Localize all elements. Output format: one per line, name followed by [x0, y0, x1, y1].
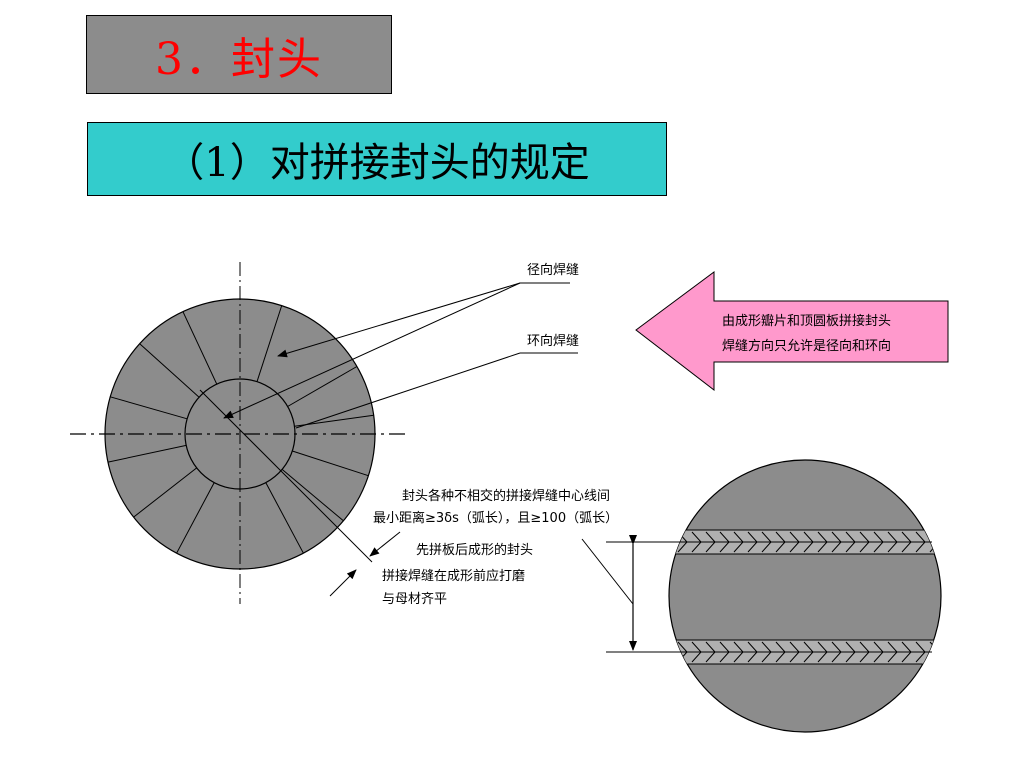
grind-rule-line2: 拼接焊缝在成形前应打磨 [382, 568, 525, 584]
grind-rule-line1: 先拼板后成形的封头 [416, 542, 533, 558]
distance-rule-line2: 最小距离≥3δs（弧长），且≥100（弧长） [373, 510, 618, 526]
leader-lines [223, 282, 634, 605]
callout-line1: 由成形瓣片和顶圆板拼接封头 [722, 313, 891, 329]
radial-seam-line [256, 305, 283, 382]
radial-seam-line [292, 450, 369, 477]
radial-weld-label: 径向焊缝 [527, 262, 579, 278]
radial-seams [107, 305, 374, 554]
radial-seam-line [287, 366, 358, 407]
distance-rule-line1: 封头各种不相交的拼接焊缝中心线间 [402, 488, 610, 504]
segmented-head [70, 262, 410, 604]
subtitle-box: （1）对拼接封头的规定 [87, 122, 667, 196]
radial-seam-line [265, 482, 304, 554]
radial-seam-line [281, 469, 344, 522]
circumferential-weld-label: 环向焊缝 [527, 333, 579, 349]
spliced-head-circle [668, 459, 942, 733]
radial-seam-line [110, 396, 188, 420]
radial-seam-line [182, 311, 218, 385]
slide-title: 3．封头 [155, 33, 323, 85]
weld-chevron [944, 532, 953, 552]
callout-arrow: 由成形瓣片和顶圆板拼接封头 焊缝方向只允许是径向和环向 [635, 271, 949, 392]
title-box: 3．封头 [86, 15, 392, 94]
spliced-head [606, 459, 953, 733]
grind-rule-line3: 与母材齐平 [382, 591, 447, 607]
radial-seam-line [139, 343, 200, 398]
callout-line2: 焊缝方向只允许是径向和环向 [722, 338, 891, 354]
radial-seam-line [133, 467, 198, 518]
radial-seam-line [176, 482, 215, 554]
radial-seam-line [107, 444, 187, 463]
weld-chevron [944, 642, 953, 662]
slide-subtitle: （1）对拼接封头的规定 [164, 140, 590, 186]
diagonal-seam [199, 389, 373, 563]
